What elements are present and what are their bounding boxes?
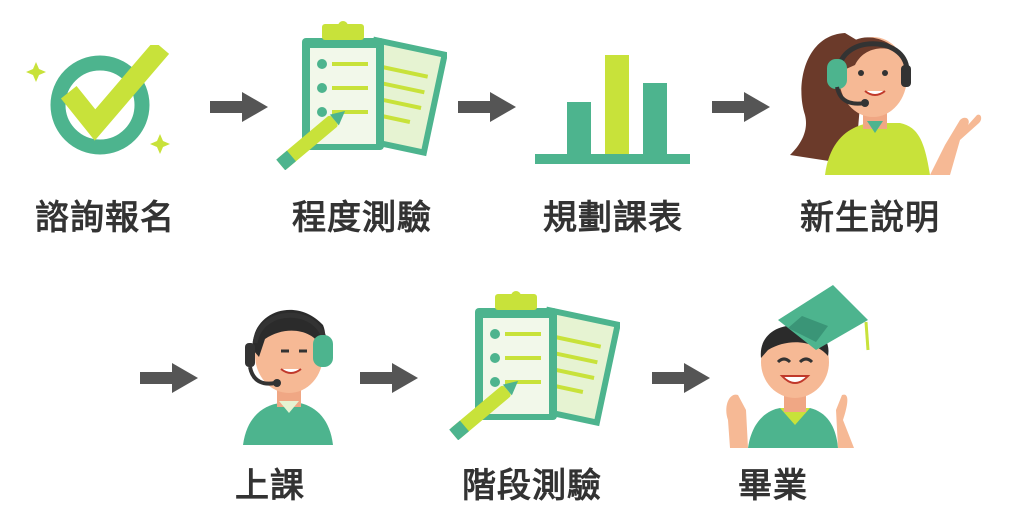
headset-man-icon [243, 309, 333, 445]
check-icon [26, 45, 170, 155]
graduate-icon [726, 285, 870, 448]
step-label-4: 新生說明 [800, 198, 940, 238]
arrow-icon [458, 92, 516, 122]
step-label-5: 上課 [235, 466, 305, 506]
arrow-icon [210, 92, 268, 122]
step-label-7: 畢業 [738, 466, 808, 506]
bar-chart-icon [535, 55, 690, 164]
clipboard-icon [449, 291, 620, 440]
arrow-icon [712, 92, 770, 122]
arrow-icon [140, 363, 198, 393]
arrow-icon [360, 363, 418, 393]
clipboard-icon [276, 21, 447, 170]
step-label-2: 程度測驗 [292, 198, 432, 238]
arrow-icon [652, 363, 710, 393]
step-label-3: 規劃課表 [543, 198, 683, 238]
step-label-6: 階段測驗 [462, 466, 602, 506]
step-label-1: 諮詢報名 [35, 198, 175, 238]
headset-woman-icon [790, 33, 982, 175]
